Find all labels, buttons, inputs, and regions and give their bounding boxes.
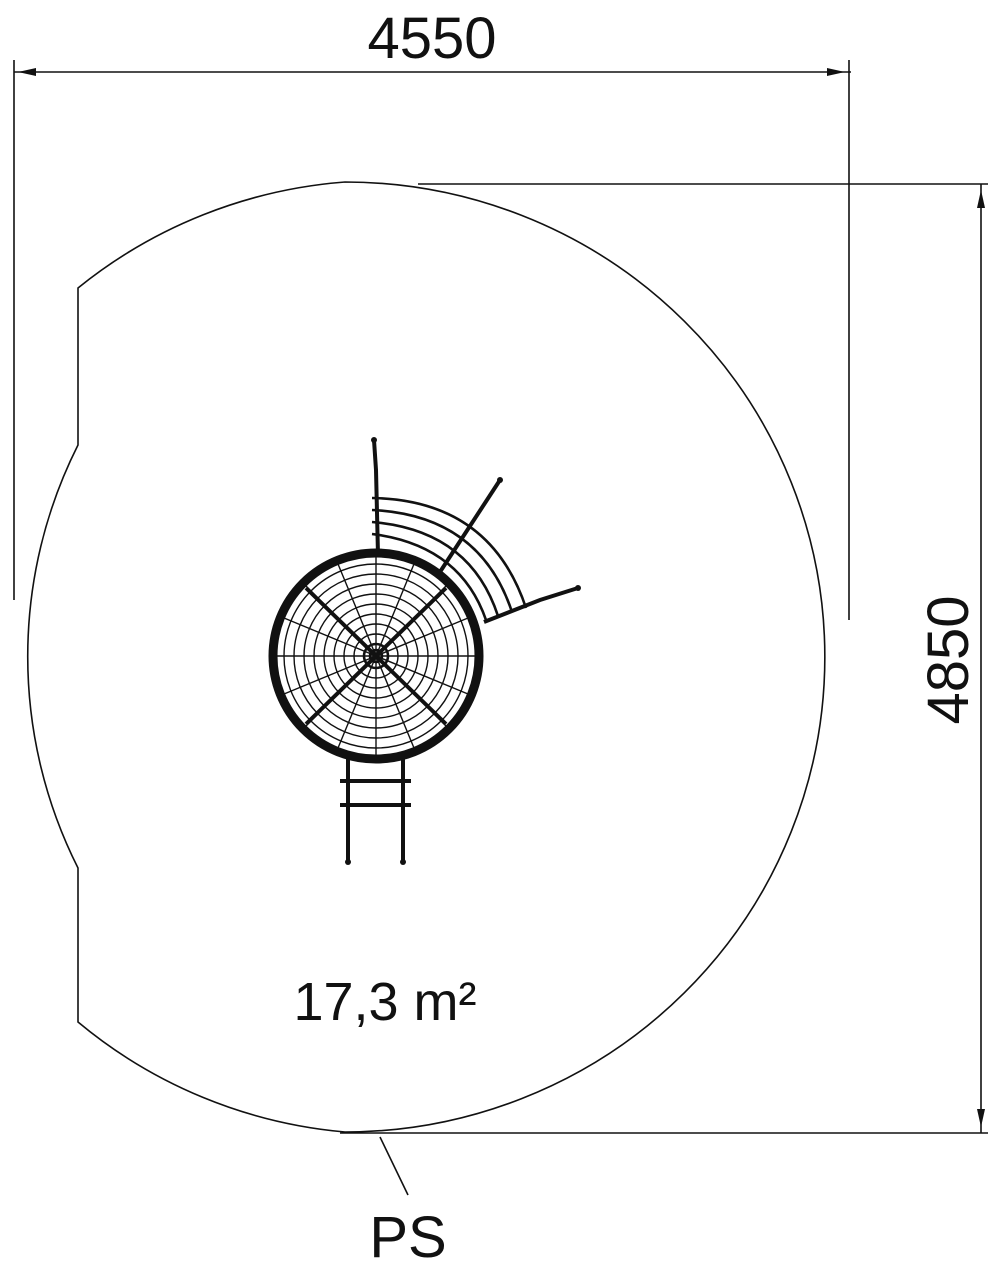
access-ladder	[340, 758, 411, 865]
height-dimension: 4850	[340, 183, 988, 1134]
height-arrow-top-icon	[977, 190, 985, 208]
height-label: 4850	[916, 595, 981, 724]
width-arrow-left-icon	[18, 68, 36, 76]
area-label: 17,3 m²	[293, 972, 476, 1032]
height-arrow-bottom-icon	[977, 1109, 985, 1127]
surface-label: PS	[369, 1205, 446, 1263]
width-arrow-right-icon	[827, 68, 845, 76]
safety-zone-outline	[27, 181, 826, 1133]
surface-leader-line	[379, 1136, 409, 1196]
width-dimension: 4550	[13, 6, 851, 620]
width-label: 4550	[367, 6, 496, 71]
climbing-net-tower	[268, 437, 581, 764]
